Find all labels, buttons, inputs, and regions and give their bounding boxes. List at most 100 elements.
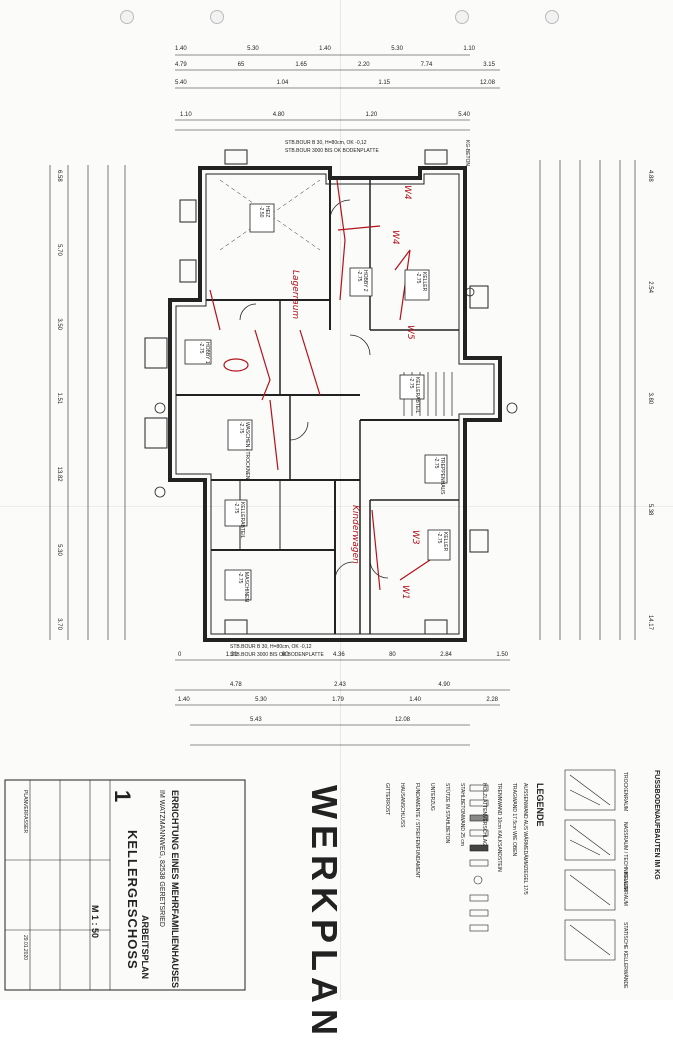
dim-label: 1.40: [178, 697, 190, 703]
dim-label: 1.31: [225, 652, 238, 658]
dimension-row-bottom-1: 0 1.31 80 4.36 80 2.84 1.50: [178, 652, 508, 658]
legend-title: LEGENDE: [535, 783, 545, 827]
dim-label: 4.36: [332, 652, 345, 658]
legend-item: STÜTZE IN STAHLBETON: [444, 783, 450, 844]
room-label-treppenhaus: TREPPENHAUS-2.75: [433, 457, 445, 495]
dim-label: 12.08: [394, 717, 410, 723]
title-drawing: KELLERGESCHOSS: [125, 830, 140, 970]
dim-label: 6.58: [56, 170, 62, 182]
punch-hole-4: [545, 10, 559, 24]
annotation-bottom-1: STB.BOUR B 30, H=80cm, OK -0,12: [230, 644, 312, 650]
dim-label: 7.74: [420, 62, 433, 68]
dimension-row-bottom-3: 1.40 5.30 1.79 1.40 2.28: [178, 697, 498, 703]
dim-label: 1.40: [175, 46, 187, 52]
dimension-row-top-4: 1.10 4.80 1.20 5.40: [180, 112, 470, 118]
dim-label: 1.51: [56, 392, 62, 405]
annotation-top-2: STB.BOUR 3000 BIS OK BODENPLATTE: [285, 148, 379, 154]
dimension-column-left: 6.58 5.70 3.50 1.51 13.82 5.30 3.70: [56, 170, 62, 630]
dim-label: 3.80: [647, 392, 653, 405]
dim-label: 5.70: [56, 244, 62, 256]
title-planverfasser: PLANVERFASSER: [22, 790, 28, 834]
dim-label: 2.43: [334, 682, 346, 688]
dimension-row-top-1: 1.40 5.30 1.40 5.30 1.10: [175, 46, 475, 52]
dim-label: 2.28: [486, 697, 498, 703]
dim-label: 5.40: [175, 80, 187, 86]
room-label-keller-2: KELLER-2.75: [436, 532, 448, 552]
legend-item: UNTERZUG: [429, 783, 435, 811]
dim-label: 5.30: [391, 46, 403, 52]
handwritten-w4-b: W4: [390, 230, 400, 245]
room-label-maschinen: MASCHINEN-2.75: [237, 572, 249, 603]
dim-label: 1.04: [276, 80, 289, 86]
dim-label: 12.08: [479, 80, 495, 86]
legend-item: STAHLBETONWAND 25 cm: [459, 783, 465, 846]
keys-title: FUSSBODENAUFBAUTEN IM KG: [653, 770, 660, 880]
dim-label: 13.82: [56, 466, 62, 482]
dim-label: 5.38: [647, 503, 653, 516]
dimension-row-bottom-4: 5.43 12.08: [250, 717, 410, 723]
legend-list-9: HAUSANSCHLUSS: [399, 783, 405, 827]
dim-label: 2.84: [440, 652, 452, 658]
dim-label: 1.40: [409, 697, 421, 703]
dim-label: 1.79: [332, 697, 344, 703]
dim-label: 2.54: [647, 281, 653, 293]
dim-label: 2.20: [357, 62, 370, 68]
key-label-3: KELLERRAUM: [622, 872, 628, 906]
punch-hole-2: [210, 10, 224, 24]
legend-list-8: FUNDAMENTE / STREIFENFUNDAMENT: [414, 783, 420, 878]
dim-label: 4.78: [230, 682, 242, 688]
title-date: 29.01.2020: [22, 935, 28, 961]
dim-label: 65: [237, 62, 245, 68]
handwritten-w4-a: W4: [402, 185, 412, 200]
dim-label: 80: [389, 652, 396, 658]
dim-label: 3.50: [56, 318, 62, 330]
title-location: IM WATZMANNWEG, 82538 GERETSRIED: [158, 790, 165, 927]
legend-item: HAUSANSCHLUSS: [399, 783, 405, 828]
annotation-top-1: STB.BOUR B 30, H=80cm, OK -0,12: [285, 140, 367, 146]
dim-label: 3.15: [483, 62, 495, 68]
dim-label: 4.88: [647, 170, 653, 182]
dim-label: 1.20: [365, 112, 378, 118]
handwritten-lagerraum: Lagerraum: [290, 270, 300, 320]
legend-item: TRENNWAND 10cm KALKSANDSTEIN: [496, 783, 502, 872]
title-sheet-no: 1: [110, 790, 135, 803]
dimension-row-top-2: 4.79 65 1.65 2.20 7.74 3.15: [175, 62, 495, 68]
room-label-kellerabteil-1: KELLERABTEIL-2.75: [408, 377, 420, 414]
dim-label: 1.10: [463, 46, 475, 52]
dim-label: 1.50: [496, 652, 508, 658]
legend-list-10: GITTERROST: [384, 783, 390, 815]
punch-hole-1: [120, 10, 134, 24]
dim-label: 4.80: [272, 112, 285, 118]
fold-line-horizontal: [0, 506, 673, 507]
dim-label: 0: [178, 652, 182, 658]
legend-item: AUSSENWAND AUS WÄRMEDÄMMZIEGEL 17/5: [522, 783, 528, 895]
handwritten-kinderwagen: Kinderwagen: [350, 505, 360, 564]
legend-list: AUSSENWAND AUS WÄRMEDÄMMZIEGEL 17/5: [517, 783, 532, 895]
brand-logo: WERKPLAN: [304, 785, 345, 1041]
dim-label: 14.17: [647, 614, 653, 630]
legend-list-7: UNTERZUG: [429, 783, 435, 811]
dim-label: 5.40: [458, 112, 470, 118]
legend-list-3: TRENNWAND 10cm KALKSANDSTEIN: [496, 783, 502, 872]
legend-list-5: STAHLBETONWAND 25 cm: [459, 783, 465, 846]
dimension-row-top-3: 5.40 1.04 1.15 12.08: [175, 80, 495, 86]
dim-label: 1.15: [378, 80, 390, 86]
dimension-row-bottom-2: 4.78 2.43 4.90: [230, 682, 450, 688]
key-label-1: TROCKENRAUM: [622, 772, 628, 812]
room-label-waschen: WASCHEN / TROCKNEN-2.75: [238, 422, 250, 480]
dim-label: 5.43: [250, 717, 262, 723]
legend-list-4: HOLZLATTENVERSCHLAG: [481, 783, 487, 846]
room-label-heiz: HEIZ-2.50: [258, 206, 270, 218]
room-label-kellerabteil-2: KELLERABTEIL-2.75: [233, 502, 245, 539]
legend-item: TRAGWAND 17.5cm WIE OBEN: [511, 783, 517, 857]
fold-line: [340, 0, 341, 1000]
dim-label: 5.30: [247, 46, 259, 52]
title-phase: ARBEITSPLAN: [140, 915, 150, 980]
handwritten-w3: W3: [410, 530, 420, 545]
key-label-4: STATISCHE KELLERWÄNDE: [622, 922, 628, 989]
dim-label: 5.30: [255, 697, 267, 703]
dimension-column-right: 4.88 2.54 3.80 5.38 14.17: [647, 170, 653, 630]
room-label-hobby1: HOBBY 1-2.75: [198, 342, 210, 364]
legend-item: HOLZLATTENVERSCHLAG: [481, 783, 487, 846]
